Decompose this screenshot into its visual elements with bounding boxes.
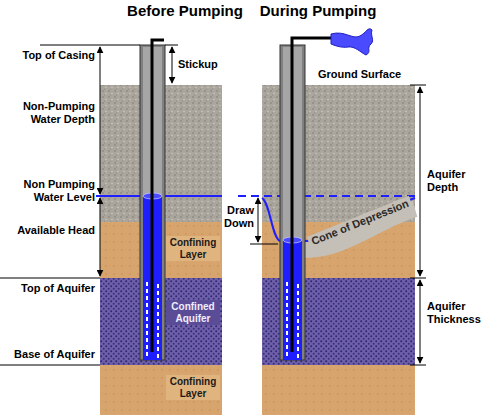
- top-of-casing-line: [40, 45, 140, 46]
- stickup-arrow: [172, 47, 173, 83]
- dimension-arrow: [420, 87, 421, 276]
- dimension-tick: [250, 244, 278, 245]
- annotation-label: Aquifer Thickness: [427, 300, 495, 325]
- annotation-label: Aquifer Depth: [427, 168, 495, 193]
- dimension-tick: [410, 365, 426, 366]
- annotation-label: Ground Surface: [318, 68, 418, 81]
- confining-layer-fill: [262, 365, 415, 415]
- annotation-label: Stickup: [178, 58, 238, 71]
- strata-band: Confining Layer: [100, 365, 222, 415]
- drawdown-arrow: [258, 198, 259, 242]
- annotation-label: Top of Casing: [5, 49, 95, 62]
- static-water-level: [238, 195, 415, 197]
- well-screen: [146, 282, 148, 358]
- layer-label: Confining Layer: [166, 375, 220, 400]
- well-screen: [297, 284, 299, 358]
- well-screen: [157, 284, 159, 358]
- annotation-label: Non-Pumping Water Depth: [5, 100, 95, 125]
- well-screen: [286, 282, 288, 358]
- water-discharge: [331, 29, 373, 55]
- drop-pipe: [292, 38, 332, 352]
- strata-band: Confining Layer: [100, 222, 222, 278]
- panel-heading: During Pumping: [258, 3, 378, 20]
- strata-band: Confined Aquifer: [100, 278, 222, 365]
- dimension-tick: [165, 45, 178, 46]
- cone-of-depression: [262, 198, 280, 241]
- dimension-arrow: [100, 47, 101, 194]
- annotation-label: Top of Aquifer: [5, 282, 95, 295]
- dimension-arrow: [100, 198, 101, 276]
- drop-pipe: [152, 40, 164, 352]
- layer-label: Confined Aquifer: [166, 300, 220, 325]
- dimension-tick: [410, 85, 426, 86]
- annotation-label: Available Head: [5, 224, 95, 237]
- dimension-tick: [410, 278, 426, 279]
- dimension-arrow: [420, 280, 421, 363]
- confining-layer-fill: [100, 365, 222, 415]
- base-of-aquifer-line: [0, 365, 100, 366]
- annotation-label: Draw Down: [204, 204, 254, 229]
- annotation-label: Non Pumping Water Level: [5, 178, 95, 203]
- layer-label: Confining Layer: [166, 236, 220, 261]
- top-of-aquifer-line: [0, 278, 100, 279]
- annotation-label: Base of Aquifer: [5, 348, 95, 361]
- panel-heading: Before Pumping: [125, 3, 245, 20]
